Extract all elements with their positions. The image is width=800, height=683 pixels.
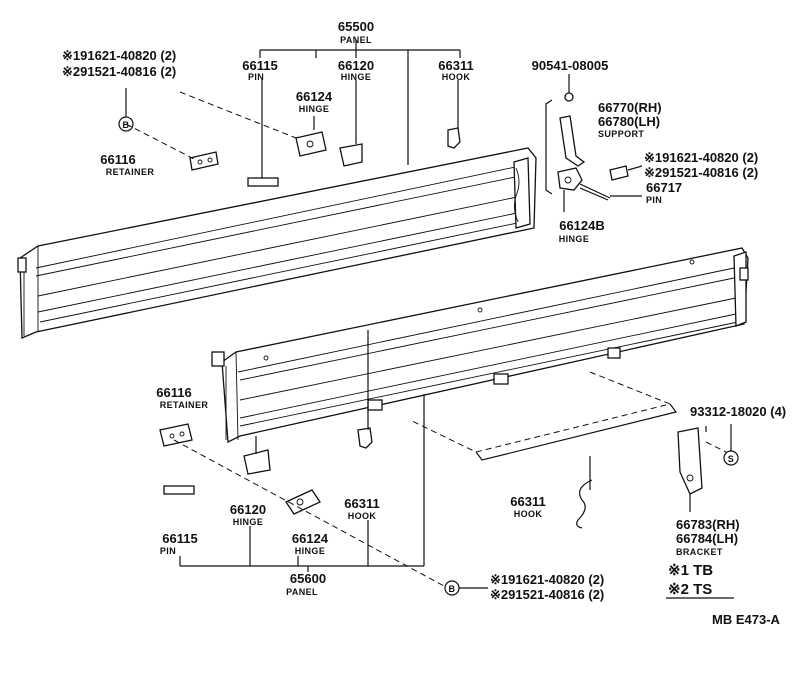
label-65500: 65500 bbox=[338, 19, 374, 34]
label-66116-bot-name: RETAINER bbox=[160, 400, 209, 410]
label-66784: 66784(LH) bbox=[676, 531, 738, 546]
label-66717-name: PIN bbox=[646, 195, 662, 205]
retainer-lower bbox=[159, 423, 193, 447]
hinge-66124b bbox=[557, 167, 583, 191]
upper-side-panel bbox=[17, 147, 537, 339]
hinge-66120-lower bbox=[243, 449, 271, 475]
hook-66311-right bbox=[576, 479, 593, 529]
retainer-upper bbox=[189, 151, 219, 171]
label-66120-top: 66120 bbox=[338, 58, 374, 73]
label-66311-mid: 66311 bbox=[344, 496, 379, 511]
label-66311-mid-name: HOOK bbox=[348, 511, 377, 521]
label-66115-bot-name: PIN bbox=[160, 546, 176, 556]
callout-labels: 65500 PANEL ※191621-40820 (2) ※291521-40… bbox=[62, 19, 786, 627]
bolt-right bbox=[609, 165, 629, 181]
right-hardware bbox=[545, 74, 643, 212]
legend-1: ※1 TB bbox=[668, 562, 713, 579]
label-66311-right-name: HOOK bbox=[514, 509, 543, 519]
label-bolt-right-1: ※191621-40820 (2) bbox=[644, 150, 758, 165]
marker-b-top: B bbox=[118, 88, 134, 132]
upper-hardware bbox=[125, 91, 461, 187]
label-bolt-top-2: ※291521-40816 (2) bbox=[62, 64, 176, 79]
legend-2: ※2 TS bbox=[668, 581, 712, 598]
pin-lower bbox=[163, 485, 195, 495]
label-66717: 66717 bbox=[646, 180, 682, 195]
label-66770-name: SUPPORT bbox=[598, 129, 644, 139]
label-66116-bot: 66116 bbox=[156, 385, 191, 400]
label-66311-top: 66311 bbox=[438, 58, 473, 73]
hook-lower bbox=[357, 427, 373, 449]
marker-b-bottom: B bbox=[444, 580, 488, 596]
hinge-upper bbox=[295, 131, 327, 157]
label-66116-top-name: RETAINER bbox=[106, 167, 155, 177]
pin-upper bbox=[247, 177, 279, 187]
floor-outline bbox=[409, 371, 678, 461]
leader-lines-65500 bbox=[259, 40, 461, 178]
label-66124b-name: HINGE bbox=[559, 234, 590, 244]
label-66770: 66770(RH) bbox=[598, 100, 662, 115]
label-66120-bot-name: HINGE bbox=[233, 517, 264, 527]
label-93312: 93312-18020 (4) bbox=[690, 404, 786, 419]
label-66124-bot-name: HINGE bbox=[295, 546, 326, 556]
svg-text:B: B bbox=[123, 120, 130, 130]
label-66120-bot: 66120 bbox=[230, 502, 266, 517]
label-65600-name: PANEL bbox=[286, 587, 318, 597]
label-66116-top: 66116 bbox=[100, 152, 135, 167]
label-66783: 66783(RH) bbox=[676, 517, 740, 532]
label-66124-top: 66124 bbox=[296, 89, 333, 104]
label-66311-right: 66311 bbox=[510, 494, 545, 509]
label-66124-top-name: HINGE bbox=[299, 104, 330, 114]
svg-text:S: S bbox=[728, 454, 734, 464]
leader-lines-65600 bbox=[179, 330, 707, 572]
label-bolt-right-2: ※291521-40816 (2) bbox=[644, 165, 758, 180]
label-bolt-bot-2: ※291521-40816 (2) bbox=[490, 587, 604, 602]
hook-upper bbox=[447, 127, 461, 149]
label-90541: 90541-08005 bbox=[532, 58, 609, 73]
lower-side-panel bbox=[211, 247, 749, 444]
label-65600: 65600 bbox=[290, 571, 326, 586]
support-66770 bbox=[559, 115, 586, 167]
label-bolt-bot-1: ※191621-40820 (2) bbox=[490, 572, 604, 587]
label-66115-bot: 66115 bbox=[162, 531, 197, 546]
label-66780: 66780(LH) bbox=[598, 114, 660, 129]
label-66783-name: BRACKET bbox=[676, 547, 723, 557]
label-66124-bot: 66124 bbox=[292, 531, 329, 546]
label-66311-top-name: HOOK bbox=[442, 72, 471, 82]
nut-90541 bbox=[564, 92, 574, 102]
hinge-66120-upper bbox=[339, 143, 363, 167]
label-65500-name: PANEL bbox=[340, 35, 372, 45]
marker-s: S bbox=[723, 424, 739, 466]
bracket-66783 bbox=[677, 427, 703, 495]
diagram-code: MB E473-A bbox=[712, 612, 781, 627]
label-66115-top: 66115 bbox=[242, 58, 277, 73]
lower-hardware bbox=[159, 423, 727, 587]
label-66115-top-name: PIN bbox=[248, 72, 264, 82]
svg-text:B: B bbox=[449, 584, 456, 594]
label-bolt-top-1: ※191621-40820 (2) bbox=[62, 48, 176, 63]
label-66124b: 66124B bbox=[559, 218, 605, 233]
label-66120-top-name: HINGE bbox=[341, 72, 372, 82]
